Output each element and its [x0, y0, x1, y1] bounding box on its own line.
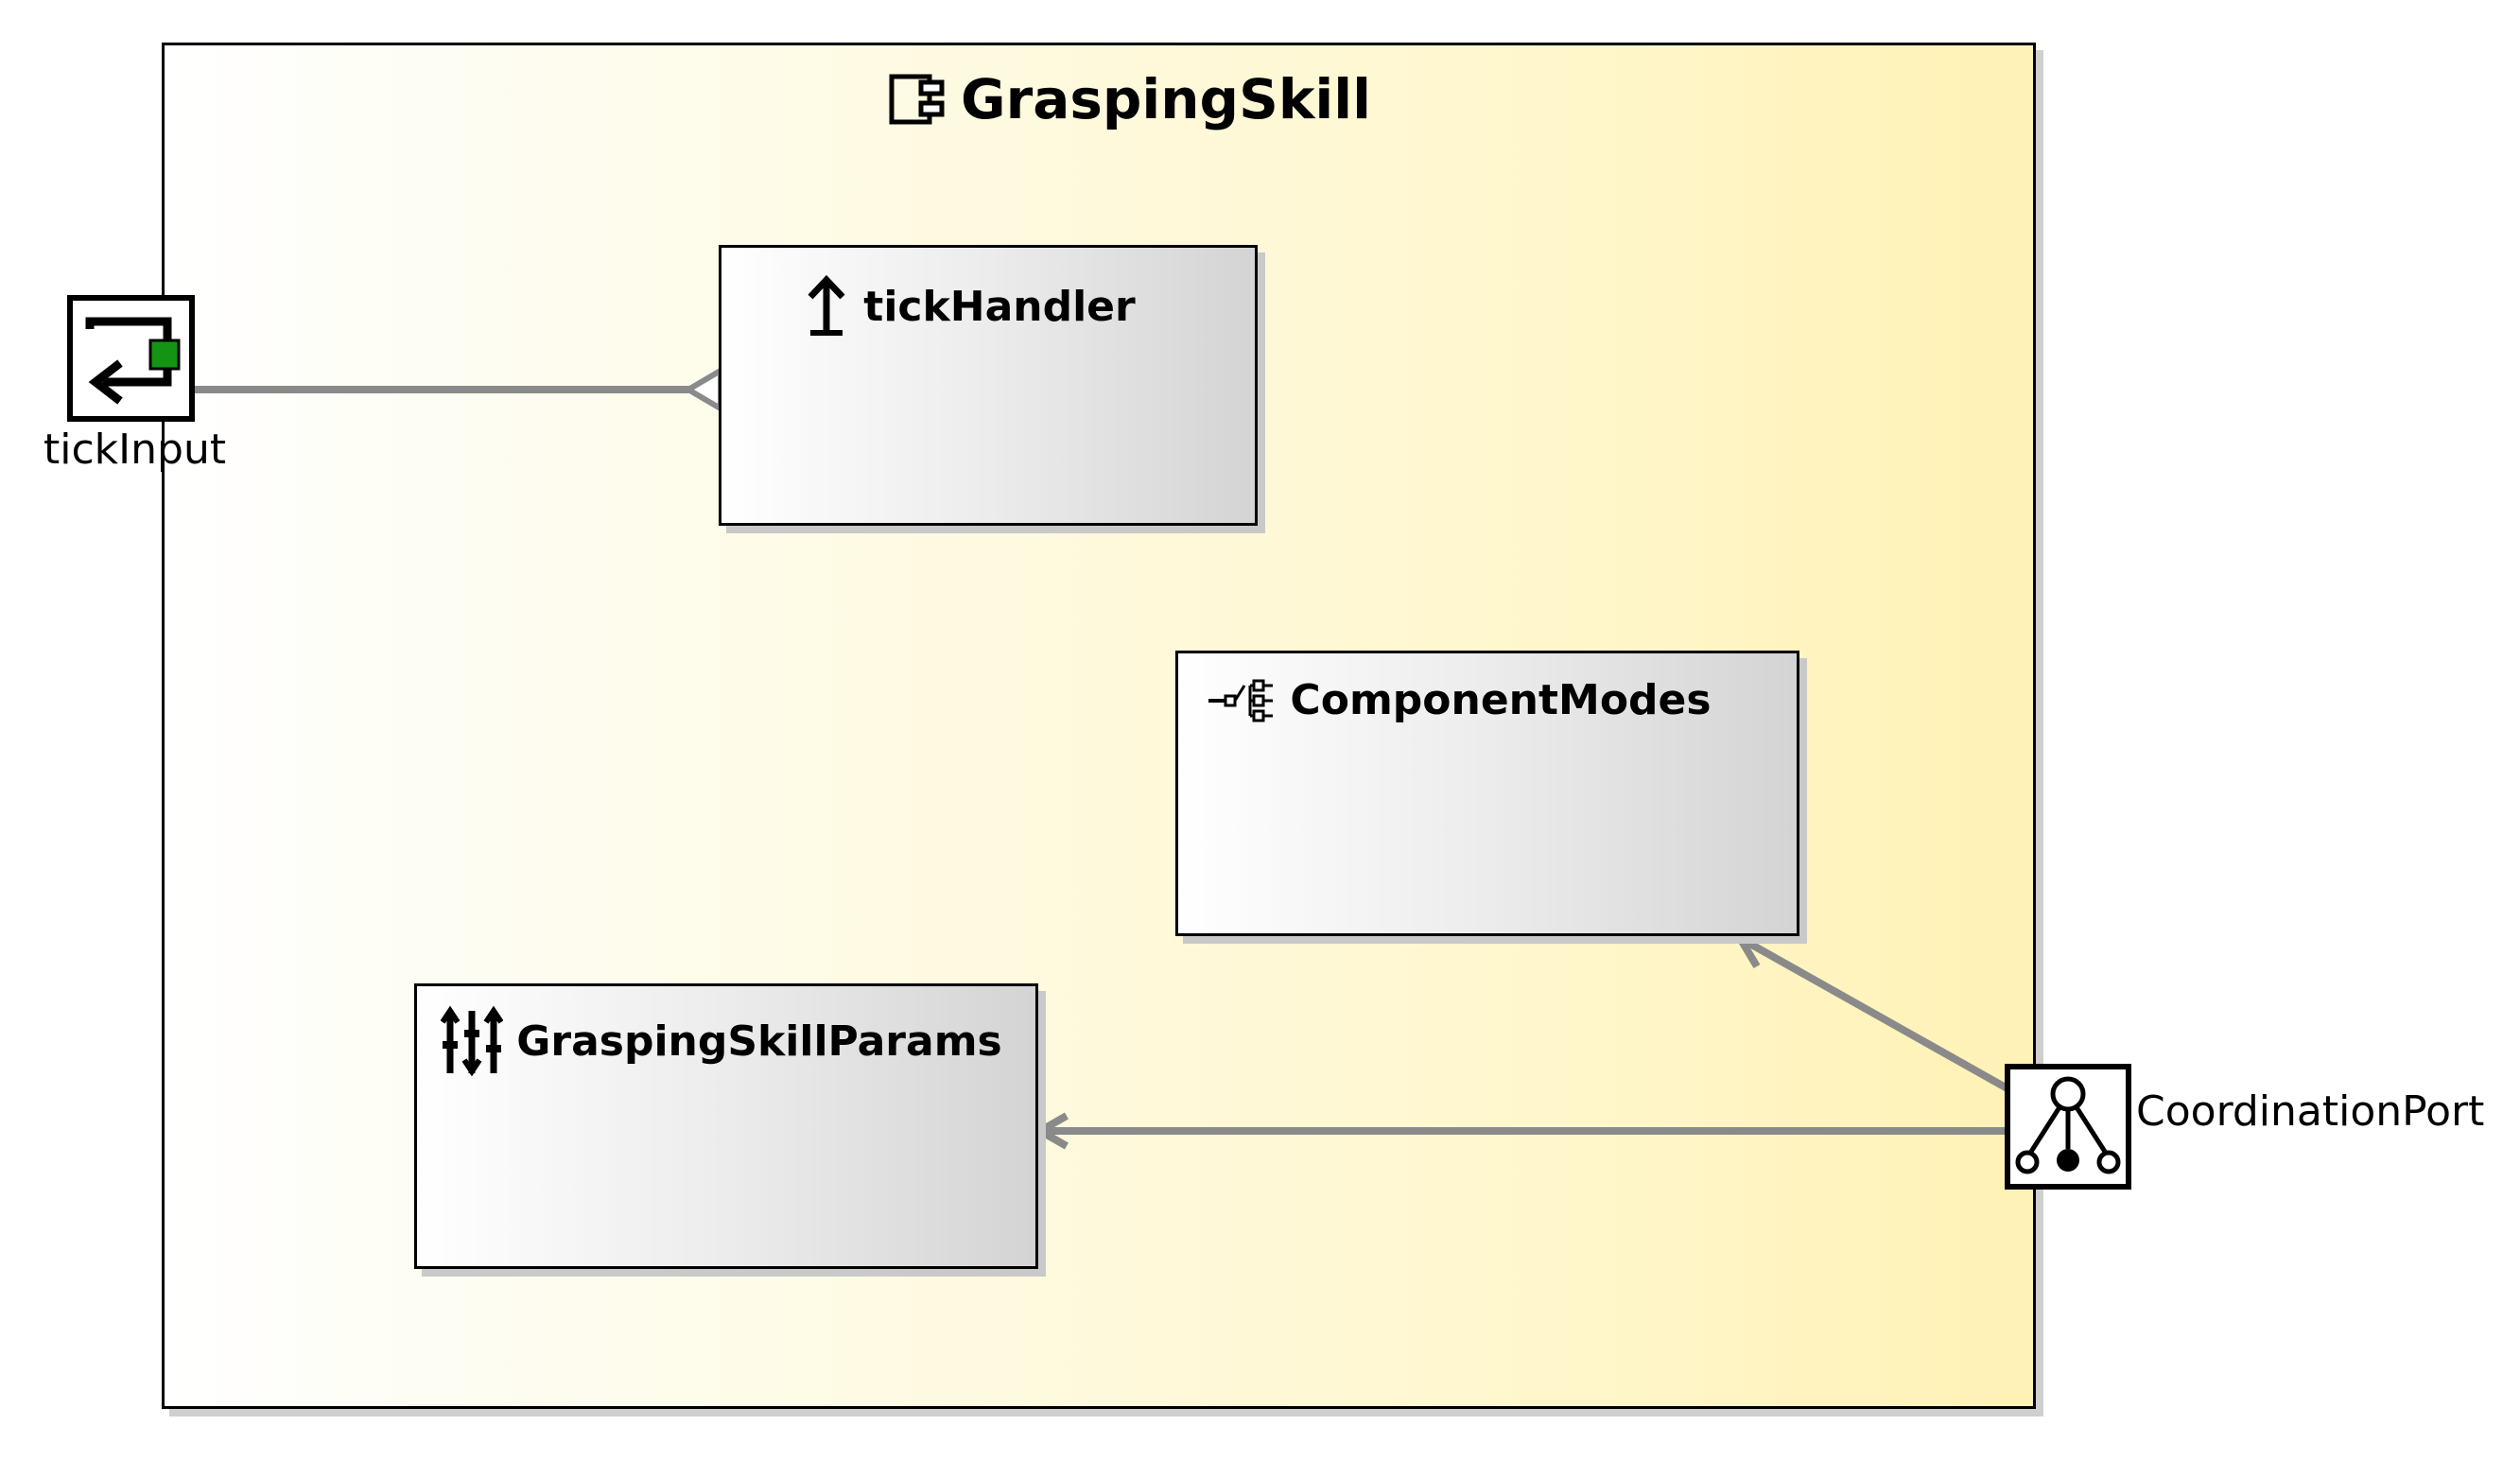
tickinput-port[interactable]: [67, 295, 195, 422]
connector-modes-arrowhead: [1732, 933, 1773, 969]
tickinput-label: tickInput: [43, 426, 227, 474]
coordination-hierarchy-icon: [2015, 1076, 2121, 1174]
loop-arrow-icon: [85, 317, 181, 405]
component-icon: [889, 74, 945, 125]
arrow-up-icon: [808, 274, 845, 336]
connector-modes[interactable]: [1738, 934, 2014, 1095]
tickhandler-label: tickHandler: [863, 282, 1136, 331]
sliders-icon: [441, 1005, 504, 1077]
params-box[interactable]: GraspingSkillParams: [414, 983, 1038, 1269]
tickhandler-box[interactable]: tickHandler: [719, 245, 1258, 526]
component-name: GraspingSkill: [961, 67, 1372, 131]
tree-structure-icon: [1208, 679, 1274, 721]
connector-params-arrowhead: [1032, 1112, 1069, 1150]
componentmodes-box[interactable]: ComponentModes: [1175, 651, 1799, 936]
connector-tick-arrowhead: [683, 365, 723, 414]
params-label: GraspingSkillParams: [516, 1017, 1002, 1066]
coordination-port[interactable]: [2005, 1064, 2131, 1190]
port-status-dot: [148, 339, 181, 371]
coordination-port-label: CoordinationPort: [2136, 1087, 2485, 1136]
component-title: GraspingSkill: [889, 66, 1371, 132]
componentmodes-label: ComponentModes: [1290, 676, 1712, 724]
